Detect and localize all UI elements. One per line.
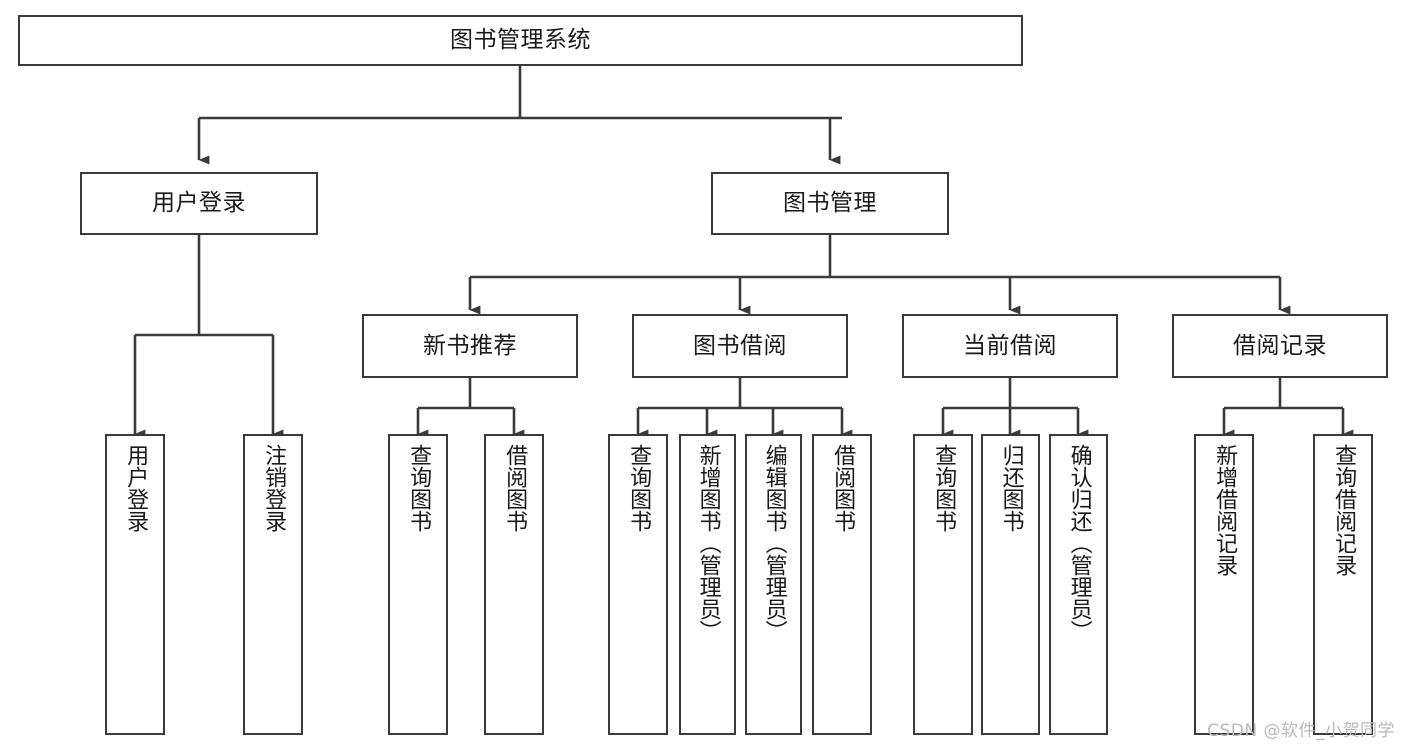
node-leaf-borrow-book[interactable]: 借阅图书 [812, 434, 872, 735]
node-root-book-management-system[interactable]: 图书管理系统 [18, 15, 1023, 66]
node-label: 查询图书 [931, 444, 957, 532]
node-leaf-query-book-recommend[interactable]: 查询图书 [388, 434, 448, 735]
node-leaf-borrow-book-recommend[interactable]: 借阅图书 [484, 434, 544, 735]
node-label: 借阅记录 [1233, 332, 1327, 359]
node-label: 借阅图书 [502, 444, 528, 532]
node-label: 归还图书 [998, 444, 1024, 532]
node-label: 查询借阅记录 [1331, 444, 1357, 576]
node-leaf-user-login[interactable]: 用户登录 [105, 434, 165, 735]
node-leaf-logout[interactable]: 注销登录 [243, 434, 303, 735]
node-book-borrow[interactable]: 图书借阅 [632, 314, 848, 378]
node-label: 新书推荐 [423, 332, 517, 359]
node-new-book-recommend[interactable]: 新书推荐 [362, 314, 578, 378]
node-leaf-add-book-admin[interactable]: 新增图书（管理员） [679, 434, 736, 735]
node-leaf-return-book[interactable]: 归还图书 [981, 434, 1040, 735]
node-leaf-query-borrow-record[interactable]: 查询借阅记录 [1313, 434, 1373, 735]
node-label: 图书借阅 [693, 332, 787, 359]
csdn-watermark: CSDN @软件_小贺同学 [1207, 721, 1395, 741]
node-label: 用户登录 [152, 190, 246, 217]
node-label: 用户登录 [123, 444, 149, 532]
node-leaf-edit-book-admin[interactable]: 编辑图书（管理员） [745, 434, 802, 735]
node-label: 新增图书（管理员） [695, 444, 721, 642]
node-label: 编辑图书（管理员） [761, 444, 787, 642]
node-book-management[interactable]: 图书管理 [711, 172, 949, 235]
node-leaf-query-book-current[interactable]: 查询图书 [913, 434, 973, 735]
node-label: 确认归还（管理员） [1066, 444, 1092, 642]
node-leaf-query-book-borrow[interactable]: 查询图书 [608, 434, 668, 735]
node-leaf-confirm-return-admin[interactable]: 确认归还（管理员） [1049, 434, 1108, 735]
node-user-login[interactable]: 用户登录 [80, 172, 318, 235]
node-label: 图书管理 [783, 190, 877, 217]
node-label: 注销登录 [261, 444, 287, 532]
node-label: 借阅图书 [830, 444, 856, 532]
node-label: 查询图书 [406, 444, 432, 532]
node-current-borrow[interactable]: 当前借阅 [902, 314, 1118, 378]
node-label: 当前借阅 [963, 332, 1057, 359]
node-label: 新增借阅记录 [1212, 444, 1238, 576]
node-leaf-add-borrow-record[interactable]: 新增借阅记录 [1194, 434, 1254, 735]
node-borrow-record[interactable]: 借阅记录 [1172, 314, 1388, 378]
node-label: 查询图书 [626, 444, 652, 532]
node-label: 图书管理系统 [450, 27, 591, 54]
